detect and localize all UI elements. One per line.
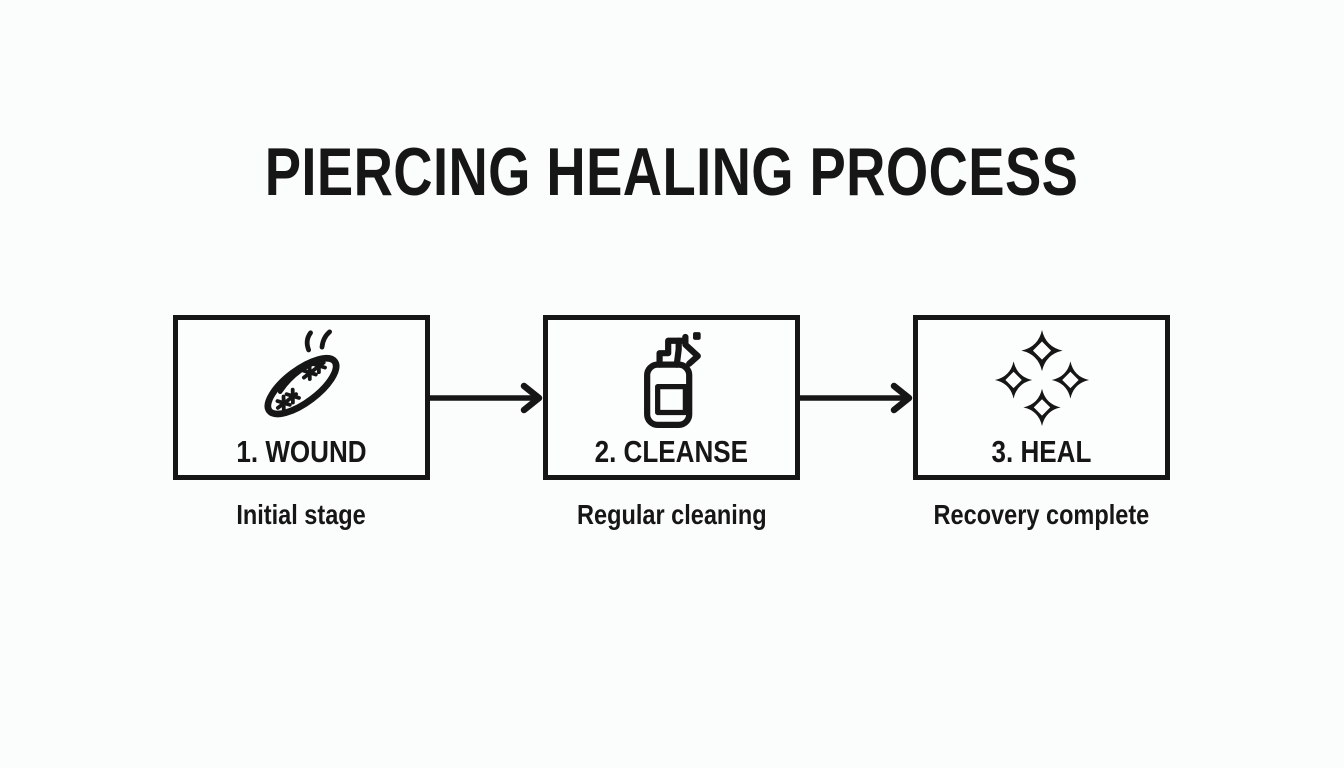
stage-box-wound: 1. WOUND [173,315,430,480]
stage-caption: Recovery complete [933,499,1150,530]
process-flow: 1. WOUND Initial stage [173,315,1170,531]
stage-box-cleanse: 2. CLEANSE [543,315,800,480]
page-title: PIERCING HEALING PROCESS [0,138,1344,206]
arrow-right-icon [800,380,913,416]
stage-label: 1. WOUND [236,434,367,469]
stage-heal: 3. HEAL Recovery complete [913,315,1170,531]
stage-caption: Initial stage [236,499,367,530]
stage-cleanse: 2. CLEANSE Regular cleaning [543,315,800,531]
stage-caption: Regular cleaning [576,499,767,530]
stage-label: 2. CLEANSE [594,434,749,469]
stage-wound: 1. WOUND Initial stage [173,315,430,531]
arrow-right-icon [430,380,543,416]
stage-label: 3. HEAL [991,434,1092,469]
sparkles-icon [992,320,1092,435]
wound-icon [249,320,355,435]
page-title-text: PIERCING HEALING PROCESS [265,134,1079,210]
spray-bottle-icon [629,320,715,435]
stage-box-heal: 3. HEAL [913,315,1170,480]
